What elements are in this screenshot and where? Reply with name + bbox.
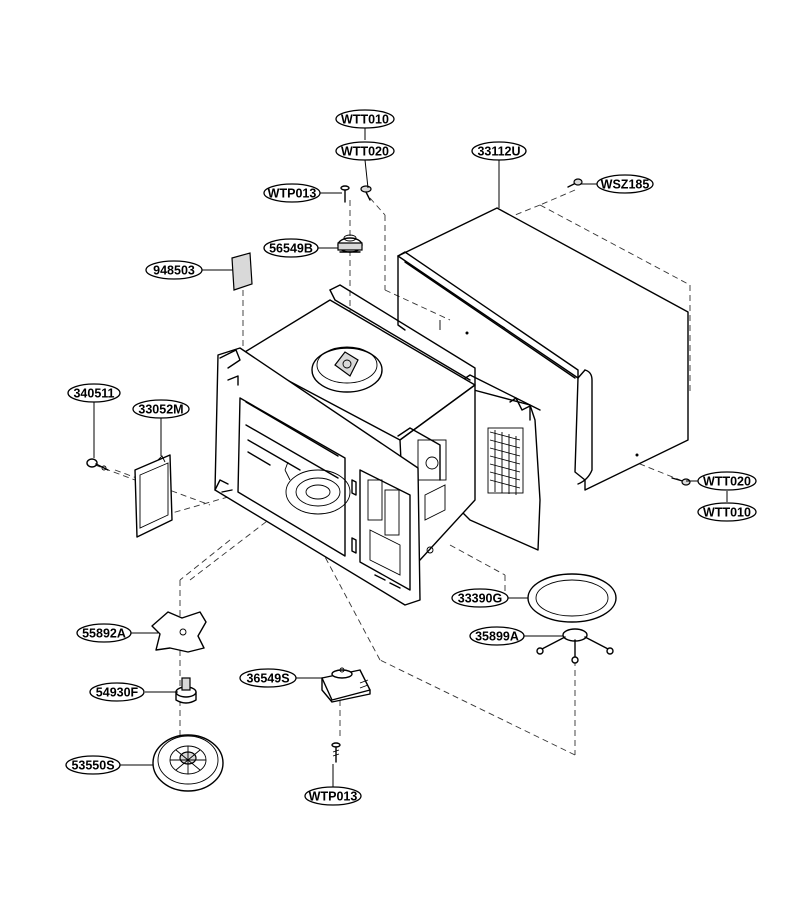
- label-wsz185: WSZ185: [596, 174, 654, 194]
- svg-text:WTT010: WTT010: [341, 113, 389, 127]
- svg-text:WTT020: WTT020: [341, 145, 389, 159]
- svg-text:948503: 948503: [153, 264, 195, 278]
- label-35899a: 35899A: [469, 626, 525, 646]
- screw-wsz185: [567, 178, 583, 188]
- screw-wtp013-bottom: [331, 742, 341, 763]
- label-53550s: 53550S: [65, 755, 121, 775]
- part-948503-block: [231, 252, 253, 291]
- label-56549b: 56549B: [263, 238, 319, 258]
- svg-text:54930F: 54930F: [96, 686, 139, 700]
- label-wtt020-top: WTT020: [335, 141, 395, 161]
- label-wtt010-top: WTT010: [335, 109, 395, 129]
- label-36549s: 36549S: [239, 668, 297, 688]
- svg-text:WTP013: WTP013: [309, 790, 358, 804]
- oven-cavity-assembly: [214, 284, 541, 606]
- svg-text:WSZ185: WSZ185: [601, 178, 650, 192]
- svg-text:33390G: 33390G: [458, 592, 502, 606]
- svg-text:55892A: 55892A: [82, 627, 126, 641]
- svg-text:33112U: 33112U: [477, 145, 520, 159]
- plate-33052m: [134, 454, 173, 538]
- label-55892a: 55892A: [76, 623, 132, 643]
- turntable-53550s: [152, 734, 224, 792]
- svg-text:35899A: 35899A: [475, 630, 519, 644]
- label-948503: 948503: [145, 260, 203, 280]
- screw-340511: [86, 458, 109, 471]
- svg-text:WTP013: WTP013: [268, 187, 317, 201]
- label-wtt020-right: WTT020: [697, 471, 757, 491]
- roller-ring-35899a: [536, 628, 614, 664]
- vent-grille: [489, 430, 521, 495]
- svg-text:36549S: 36549S: [246, 672, 289, 686]
- svg-text:33052M: 33052M: [138, 403, 183, 417]
- motor-56549b: [337, 234, 363, 253]
- coupler-55892a: [151, 611, 207, 653]
- svg-text:340511: 340511: [73, 387, 114, 401]
- label-33052m: 33052M: [132, 399, 190, 419]
- label-33112u: 33112U: [471, 141, 527, 161]
- svg-text:WTT010: WTT010: [703, 506, 751, 520]
- label-33390g: 33390G: [451, 588, 509, 608]
- svg-text:WTT020: WTT020: [703, 475, 751, 489]
- label-wtp013-bottom: WTP013: [304, 786, 362, 806]
- label-wtt010-right: WTT010: [697, 502, 757, 522]
- roller-54930f: [175, 677, 197, 704]
- label-leader-lines: [93, 127, 728, 787]
- screw-wtt020-top: [360, 185, 372, 201]
- label-wtp013-top: WTP013: [263, 183, 321, 203]
- label-340511: 340511: [67, 383, 121, 403]
- outer-case-cabinet: [397, 207, 689, 491]
- svg-text:53550S: 53550S: [71, 759, 114, 773]
- svg-text:56549B: 56549B: [269, 242, 313, 256]
- motor-36549s: [321, 667, 371, 703]
- screw-wtp013-top: [340, 185, 350, 203]
- part-labels: WTT010 WTT020 33112U WTP013 WSZ185 56549…: [65, 109, 757, 806]
- glass-tray-33390g: [527, 573, 617, 623]
- label-54930f: 54930F: [89, 682, 145, 702]
